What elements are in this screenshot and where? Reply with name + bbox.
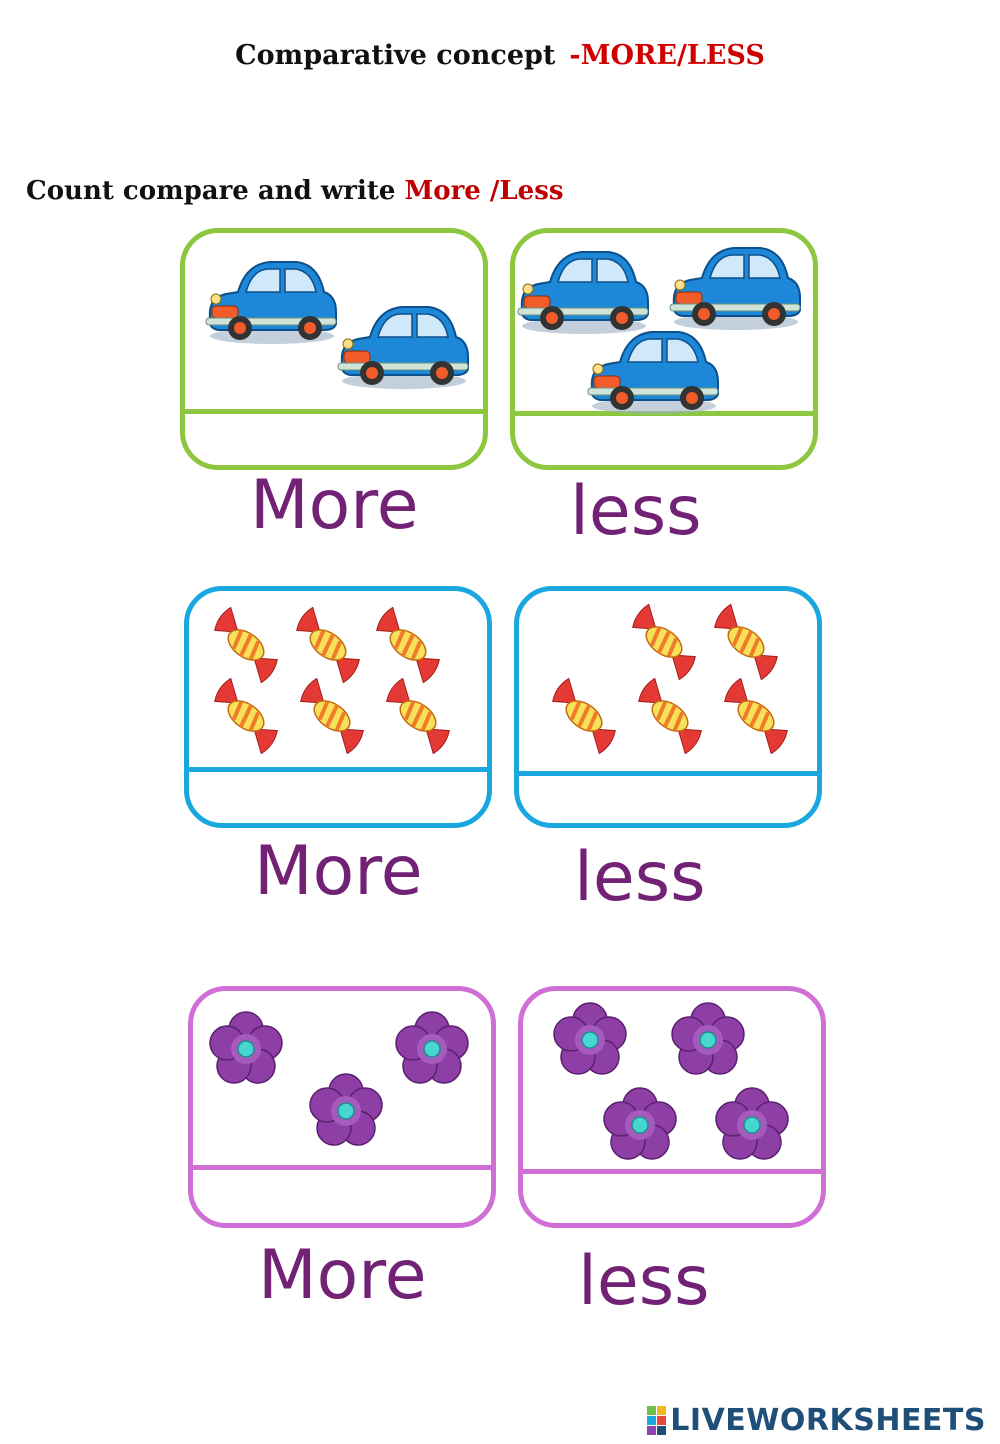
candy-icon <box>201 674 291 758</box>
car-icon <box>669 247 801 331</box>
instruction: Count compare and write More /Less <box>26 176 563 206</box>
answer-less[interactable]: less <box>570 472 702 551</box>
answer-more[interactable]: More <box>254 832 423 911</box>
candy-icon <box>701 600 791 684</box>
candy-icon <box>539 674 629 758</box>
flower-icon <box>671 1002 745 1075</box>
answer-divider <box>193 1165 491 1170</box>
liveworksheets-footer: LIVEWORKSHEETS <box>647 1403 986 1438</box>
candy-icon <box>619 600 709 684</box>
answer-less[interactable]: less <box>574 838 706 917</box>
answer-less[interactable]: less <box>578 1242 710 1321</box>
candy-icon <box>625 674 715 758</box>
candy-icon <box>711 674 801 758</box>
candy-icon <box>373 674 463 758</box>
car-icon <box>205 261 337 345</box>
flower-icon <box>395 1011 469 1084</box>
candy-icon <box>201 603 291 687</box>
car-icon <box>587 331 719 415</box>
flower-icon <box>603 1087 677 1160</box>
instruction-highlight: More /Less <box>404 176 564 206</box>
instruction-text: Count compare and write <box>26 176 396 206</box>
car-icon <box>337 306 469 390</box>
candy-icon <box>287 674 377 758</box>
answer-more[interactable]: More <box>258 1236 427 1315</box>
title-text: Comparative concept <box>235 40 556 71</box>
answer-more[interactable]: More <box>250 466 419 545</box>
flower-icon <box>553 1002 627 1075</box>
answer-divider <box>519 771 817 776</box>
answer-divider <box>189 767 487 772</box>
candy-icon <box>363 603 453 687</box>
candy-icon <box>283 603 373 687</box>
flower-icon <box>309 1073 383 1146</box>
flower-icon <box>209 1011 283 1084</box>
flower-icon <box>715 1087 789 1160</box>
answer-divider <box>185 409 483 414</box>
car-icon <box>517 251 649 335</box>
title-highlight: -MORE/LESS <box>569 40 765 71</box>
footer-brand: LIVEWORKSHEETS <box>670 1403 986 1438</box>
answer-divider <box>523 1169 821 1174</box>
liveworksheets-logo-icon <box>647 1406 667 1435</box>
page-title: Comparative concept -MORE/LESS <box>0 40 1000 71</box>
